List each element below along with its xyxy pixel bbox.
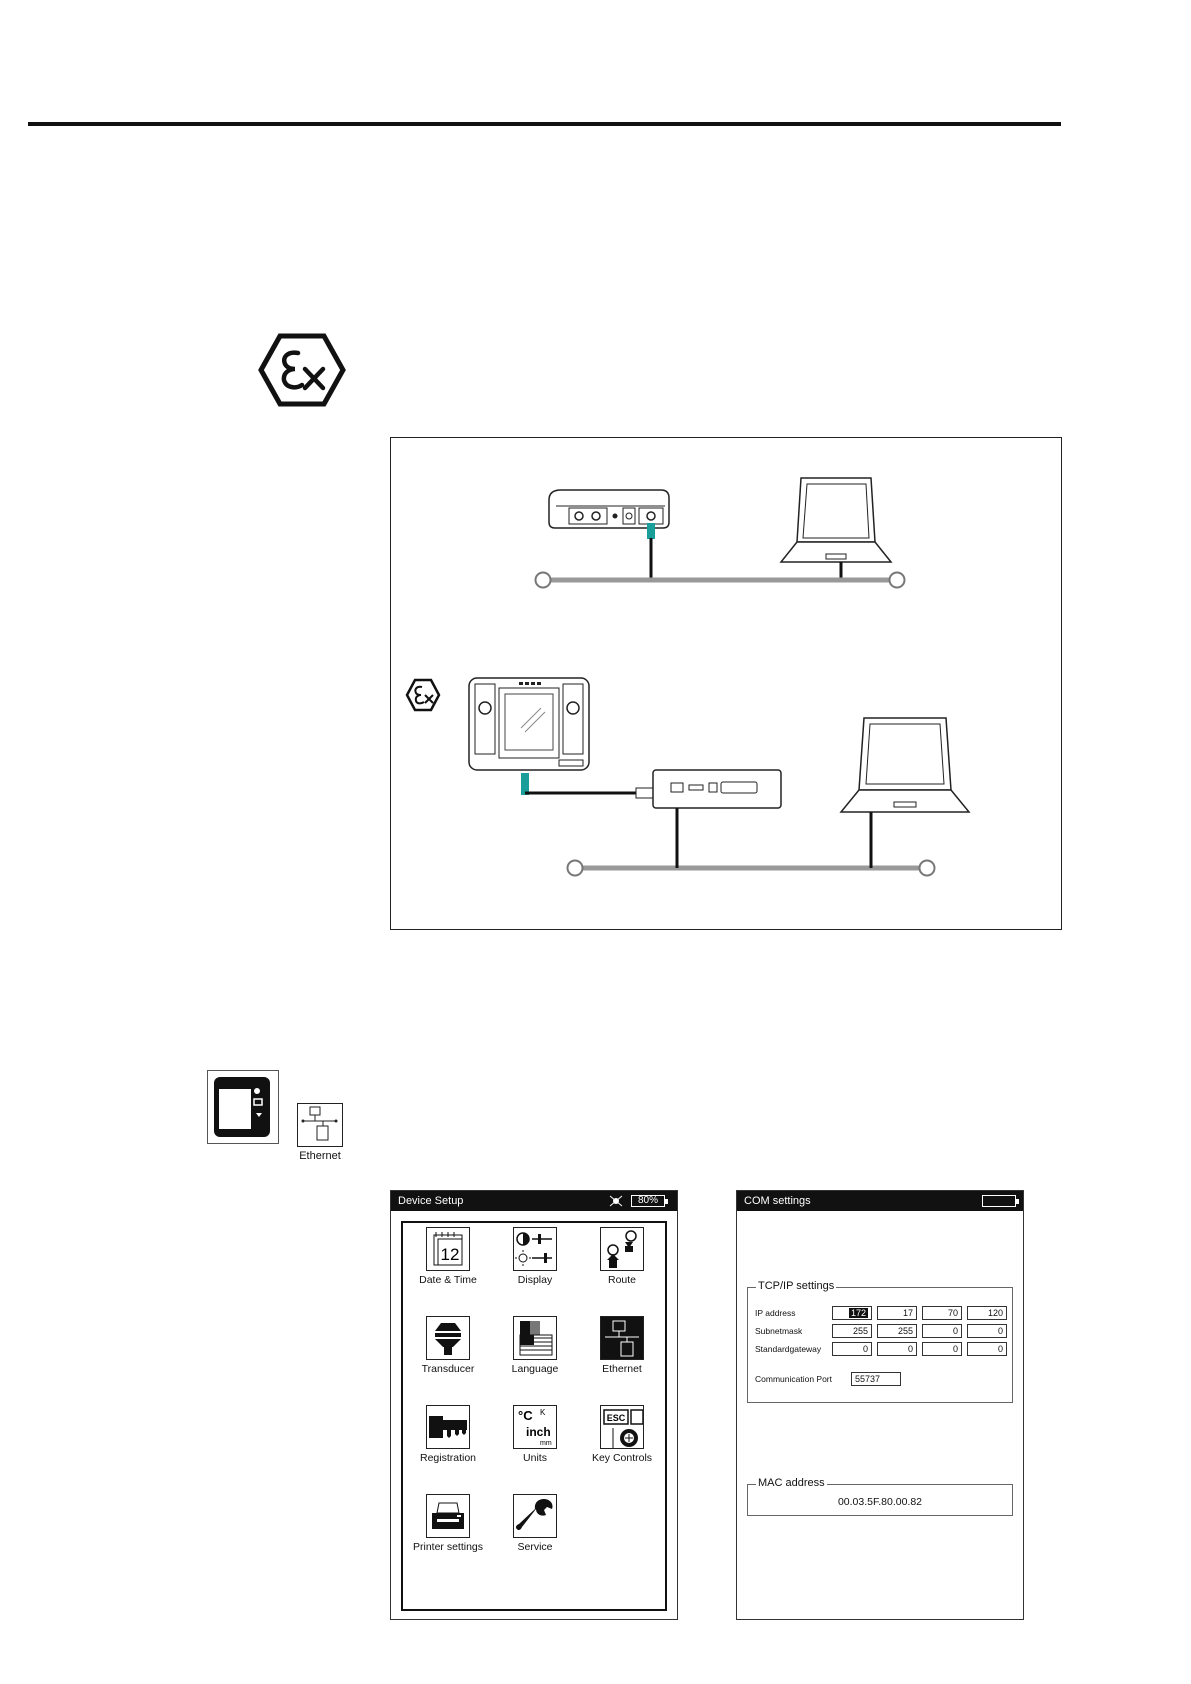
printer-icon [426, 1494, 470, 1538]
mac-legend: MAC address [756, 1477, 827, 1489]
tile-display[interactable]: Display [495, 1227, 575, 1286]
ex-hazard-icon [258, 333, 346, 407]
network-diagram-graphic [405, 477, 971, 877]
tcpip-legend: TCP/IP settings [756, 1280, 837, 1292]
interface-box-icon [652, 769, 782, 809]
ip-octet-3-field[interactable]: 70 [922, 1306, 962, 1320]
tile-ethernet[interactable]: Ethernet [582, 1316, 662, 1375]
screen-title: Device Setup [398, 1195, 464, 1207]
tile-route[interactable]: Route [582, 1227, 662, 1286]
tile-label: Registration [419, 1452, 477, 1464]
tile-service[interactable]: Service [495, 1494, 575, 1553]
tile-date-time[interactable]: 12 Date & Time [408, 1227, 488, 1286]
key-icon [426, 1405, 470, 1449]
tile-label: Ethernet [602, 1363, 642, 1375]
language-flag-icon [513, 1316, 557, 1360]
tile-registration[interactable]: Registration [408, 1405, 488, 1464]
ip-octet-2-field[interactable]: 17 [877, 1306, 917, 1320]
gateway-octet-1-field[interactable]: 0 [832, 1342, 872, 1356]
svg-text:12: 12 [441, 1245, 460, 1264]
device-setup-screen: Device Setup 80% 12 Date & Time Display … [390, 1190, 678, 1620]
ethernet-menu-label: Ethernet [299, 1150, 341, 1162]
gateway-octet-2-field[interactable]: 0 [877, 1342, 917, 1356]
device-setup-grid: 12 Date & Time Display Route Transducer [401, 1221, 667, 1611]
comm-port-label: Communication Port [755, 1374, 833, 1384]
ethernet-icon [301, 1106, 338, 1141]
header-rule [28, 122, 1061, 126]
calendar-icon: 12 [426, 1227, 470, 1271]
tile-label: Language [511, 1363, 559, 1375]
com-settings-screen: COM settings TCP/IP settings IP address … [736, 1190, 1024, 1620]
route-icon [600, 1227, 644, 1271]
svg-text:inch: inch [526, 1425, 551, 1439]
device-setup-titlebar: Device Setup 80% [391, 1191, 677, 1211]
laptop-bottom-icon [839, 717, 971, 813]
battery-indicator [982, 1195, 1019, 1207]
ip-address-label: IP address [755, 1308, 796, 1318]
gateway-octet-4-field[interactable]: 0 [967, 1342, 1007, 1356]
tile-transducer[interactable]: Transducer [408, 1316, 488, 1375]
tile-label: Transducer [421, 1363, 475, 1375]
tcpip-settings-group: TCP/IP settings IP address 172 17 70 120… [747, 1280, 1013, 1403]
battery-indicator: 80% [631, 1195, 668, 1207]
tile-printer-settings[interactable]: Printer settings [408, 1494, 488, 1553]
subnet-octet-4-field[interactable]: 0 [967, 1324, 1007, 1338]
ethernet-menu-icon[interactable] [297, 1103, 343, 1147]
subnet-octet-1-field[interactable]: 255 [832, 1324, 872, 1338]
gateway-octet-3-field[interactable]: 0 [922, 1342, 962, 1356]
network-diagram [390, 437, 1062, 930]
tile-label: Units [523, 1452, 547, 1464]
ethernet-icon [600, 1316, 644, 1360]
ip-octet-4-field[interactable]: 120 [967, 1306, 1007, 1320]
tile-label: Display [517, 1274, 553, 1286]
svg-text:mm: mm [540, 1440, 552, 1447]
device-menu-icon[interactable] [207, 1070, 279, 1144]
subnetmask-label: Subnetmask [755, 1326, 803, 1336]
screen-title: COM settings [744, 1195, 811, 1207]
mac-address-value: 00.03.5F.80.00.82 [837, 1496, 923, 1508]
tile-label: Service [517, 1541, 553, 1553]
ip-octet-1-field[interactable]: 172 [832, 1306, 872, 1320]
handheld-device-icon [214, 1077, 270, 1137]
subnet-octet-2-field[interactable]: 255 [877, 1324, 917, 1338]
comm-port-field[interactable]: 55737 [851, 1372, 901, 1386]
laptop-icon [779, 477, 893, 563]
wrench-icon [513, 1494, 557, 1538]
svg-text:ESC: ESC [607, 1413, 626, 1423]
ex-hazard-small-icon [405, 678, 441, 712]
svg-text:°C: °C [518, 1408, 533, 1423]
handheld-device-icon [548, 489, 670, 529]
tile-label: Printer settings [412, 1541, 484, 1553]
tile-label: Route [607, 1274, 637, 1286]
com-settings-titlebar: COM settings [737, 1191, 1023, 1211]
tile-key-controls[interactable]: ESC Key Controls [582, 1405, 662, 1464]
mac-address-group: MAC address 00.03.5F.80.00.82 [747, 1477, 1013, 1516]
tile-label: Key Controls [591, 1452, 653, 1464]
subnet-octet-3-field[interactable]: 0 [922, 1324, 962, 1338]
gateway-label: Standardgateway [755, 1344, 822, 1354]
transducer-icon [426, 1316, 470, 1360]
tile-label: Date & Time [419, 1274, 477, 1286]
display-settings-icon [513, 1227, 557, 1271]
svg-text:K: K [540, 1408, 546, 1417]
tile-language[interactable]: Language [495, 1316, 575, 1375]
backlight-icon [609, 1195, 623, 1207]
key-controls-icon: ESC [600, 1405, 644, 1449]
ex-device-icon [468, 677, 590, 771]
